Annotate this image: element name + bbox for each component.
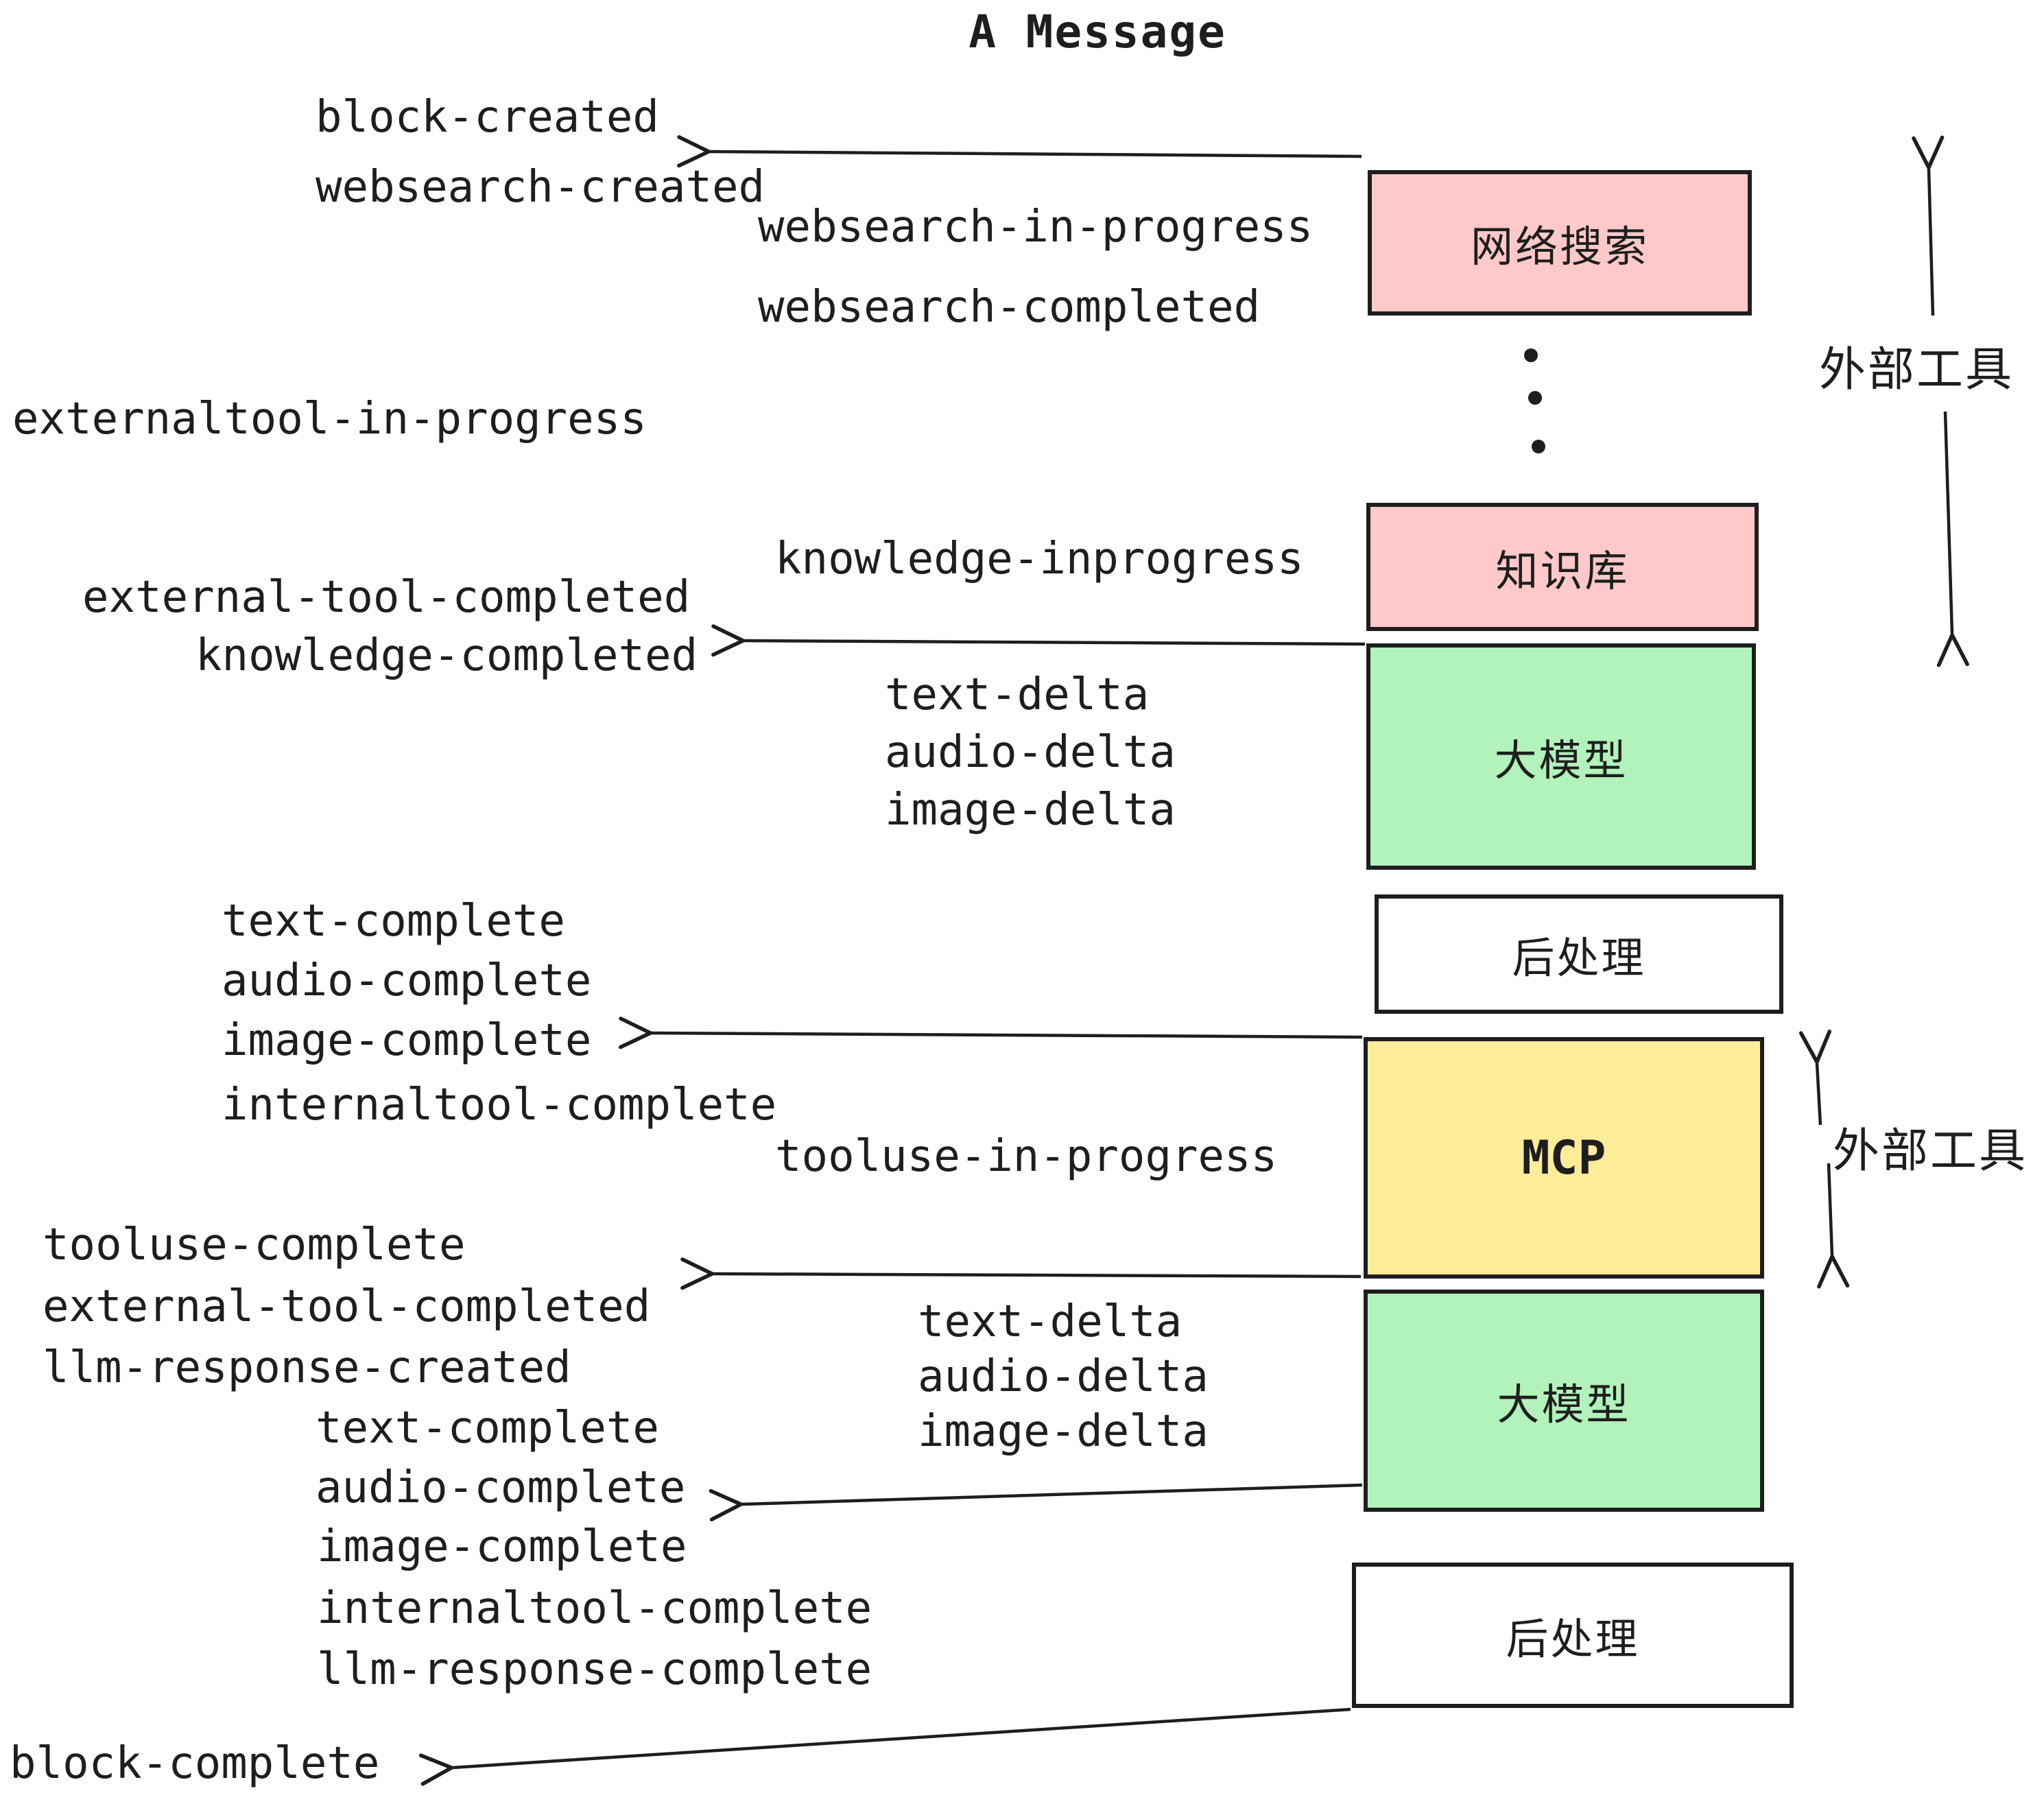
arrow-knowledge-completed (711, 624, 1366, 657)
event-label-audio-complete-2: audio-complete (316, 1462, 686, 1513)
event-label-externaltool-in-progress: externaltool-in-progress (12, 394, 647, 444)
box-web-search-label: 网络搜索 (1470, 224, 1649, 271)
event-label-image-delta-1: image-delta (885, 785, 1176, 835)
ellipsis-dot-3 (1532, 440, 1545, 453)
event-label-text-delta-2: text-delta (918, 1296, 1183, 1347)
arrow-external-tools-top-down (1936, 411, 1969, 667)
side-label-external-tools-bottom: 外部工具 (1833, 1125, 2028, 1177)
event-label-tooluse-in-progress: tooluse-in-progress (775, 1131, 1278, 1182)
event-label-internaltool-complete-2: internaltool-complete (317, 1583, 872, 1634)
box-post-process-top-label: 后处理 (1512, 935, 1646, 982)
box-knowledge-base-label: 知识库 (1495, 547, 1630, 595)
arrow-internal-complete (619, 1017, 1363, 1049)
box-post-process-top: 后处理 (1375, 894, 1783, 1014)
event-label-audio-delta-2: audio-delta (918, 1351, 1209, 1402)
event-label-internaltool-complete-1: internaltool-complete (222, 1080, 777, 1130)
box-knowledge-base: 知识库 (1366, 503, 1759, 631)
event-label-text-complete-2: text-complete (316, 1403, 659, 1453)
event-label-image-complete-1: image-complete (222, 1015, 592, 1066)
event-label-websearch-in-progress: websearch-in-progress (758, 202, 1314, 252)
event-label-audio-complete-1: audio-complete (222, 956, 592, 1006)
event-label-websearch-created: websearch-created (316, 162, 765, 213)
event-label-knowledge-completed: knowledge-completed (195, 630, 698, 681)
arrow-external-tools-top-up (1912, 135, 1945, 316)
event-label-block-created: block-created (316, 92, 659, 143)
arrow-block-complete (418, 1707, 1351, 1786)
arrow-external-tools-mcp-up (1798, 1030, 1832, 1126)
arrow-websearch-created (677, 135, 1362, 168)
event-label-block-complete: block-complete (10, 1738, 380, 1789)
event-label-text-complete-1: text-complete (222, 896, 565, 947)
ellipsis-dot-1 (1524, 348, 1538, 362)
event-label-llm-response-complete: llm-response-complete (317, 1644, 872, 1695)
event-label-llm-response-created: llm-response-created (43, 1342, 571, 1393)
ellipsis-dot-2 (1528, 391, 1542, 405)
box-mcp: MCP (1364, 1037, 1764, 1279)
event-label-audio-delta-1: audio-delta (885, 727, 1176, 778)
event-label-tooluse-complete: tooluse-complete (43, 1220, 466, 1270)
event-label-knowledge-inprogress: knowledge-inprogress (775, 534, 1304, 584)
box-mcp-label: MCP (1521, 1130, 1606, 1185)
box-web-search: 网络搜索 (1368, 170, 1752, 316)
arrow-llm-complete (709, 1483, 1363, 1521)
box-post-process-bottom: 后处理 (1352, 1563, 1794, 1708)
diagram-title: A Message (968, 5, 1226, 58)
event-label-image-complete-2: image-complete (317, 1521, 687, 1572)
box-llm-bottom-label: 大模型 (1497, 1381, 1631, 1429)
box-llm-top-label: 大模型 (1494, 737, 1628, 785)
side-label-external-tools-top: 外部工具 (1819, 344, 2015, 396)
box-post-process-bottom-label: 后处理 (1506, 1616, 1640, 1663)
event-label-external-tool-completed-2: external-tool-completed (43, 1281, 651, 1332)
box-llm-bottom: 大模型 (1364, 1290, 1764, 1512)
arrow-external-tools-mcp-down (1817, 1163, 1850, 1289)
event-label-external-tool-completed-1: external-tool-completed (82, 572, 691, 623)
box-llm-top: 大模型 (1366, 643, 1756, 870)
event-label-websearch-completed: websearch-completed (758, 282, 1261, 333)
event-label-text-delta-1: text-delta (885, 669, 1150, 720)
event-label-image-delta-2: image-delta (918, 1406, 1209, 1457)
arrow-tooluse-complete (680, 1257, 1362, 1290)
